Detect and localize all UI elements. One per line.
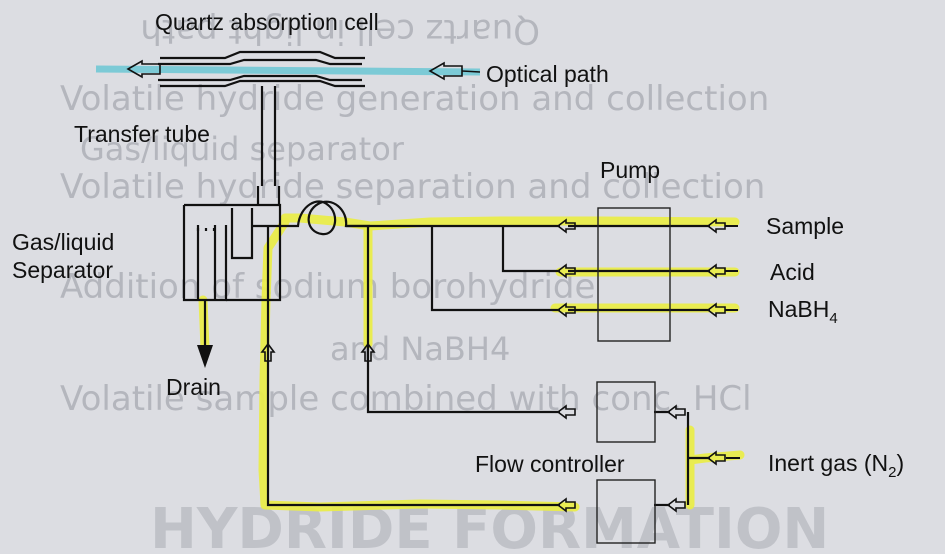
arrow-icon: [260, 342, 276, 362]
acid-label: Acid: [770, 259, 815, 285]
ghost-line-6: and NaBH4: [330, 330, 510, 368]
arrow-icon: [706, 450, 726, 466]
optical-path-pointer: [461, 70, 481, 73]
separator-label-line2: Separator: [12, 257, 113, 283]
reaction-coil: [252, 200, 370, 236]
gas-line-upper: [366, 226, 560, 414]
separator-label-line1: Gas/liquid: [12, 229, 114, 255]
arrow-icon: [556, 497, 576, 513]
quartz-cell-label: Quartz absorption cell: [155, 9, 379, 35]
ghost-line-3: Gas/liquid separator: [80, 130, 405, 168]
drain-arrow-icon: [197, 345, 213, 368]
nabh4-branch: [430, 226, 560, 312]
labels: Quartz absorption cell Optical path Tran…: [12, 9, 904, 481]
quartz-cell: [158, 50, 365, 88]
background-text-layer: Quartz cell in light path Volatile hydri…: [60, 11, 829, 554]
pump-box: [597, 207, 671, 342]
inert-gas-label: Inert gas (N2): [768, 450, 904, 481]
highlight-sample-line: [280, 213, 740, 231]
acid-branch: [501, 226, 560, 273]
transfer-tube-label: Transfer tube: [74, 121, 210, 147]
arrow-icon: [556, 404, 576, 420]
sample-label: Sample: [766, 213, 844, 239]
arrow-icon: [666, 404, 686, 420]
highlight-inert-gas: [685, 425, 745, 510]
optical-path-label: Optical path: [486, 61, 609, 87]
optical-arrow-left: [126, 59, 161, 79]
arrow-icon: [666, 497, 686, 513]
flow-controller-lower: [596, 479, 656, 544]
gas-arrows: [260, 342, 726, 513]
arrow-icon: [360, 342, 376, 362]
arrow-icon: [556, 302, 576, 318]
ghost-line-4: Volatile hydride separation and collecti…: [60, 167, 765, 207]
arrow-icon: [556, 218, 576, 234]
inlet-arrows: [556, 218, 738, 318]
optical-arrow-right: [428, 61, 463, 81]
gas-line-lower: [266, 226, 560, 507]
optical-beam: [95, 65, 481, 76]
arrow-icon: [556, 263, 576, 279]
ghost-line-5: Addition of sodium borohydride: [60, 267, 595, 307]
drain-label: Drain: [166, 374, 221, 400]
nabh4-label: NaBH4: [768, 296, 838, 327]
ghost-line-1: Quartz cell in light path: [140, 11, 540, 51]
pump-label: Pump: [600, 157, 660, 183]
flow-controller-upper: [596, 381, 656, 443]
liquid-lines: [346, 224, 710, 312]
flow-controller-label: Flow controller: [475, 451, 625, 477]
